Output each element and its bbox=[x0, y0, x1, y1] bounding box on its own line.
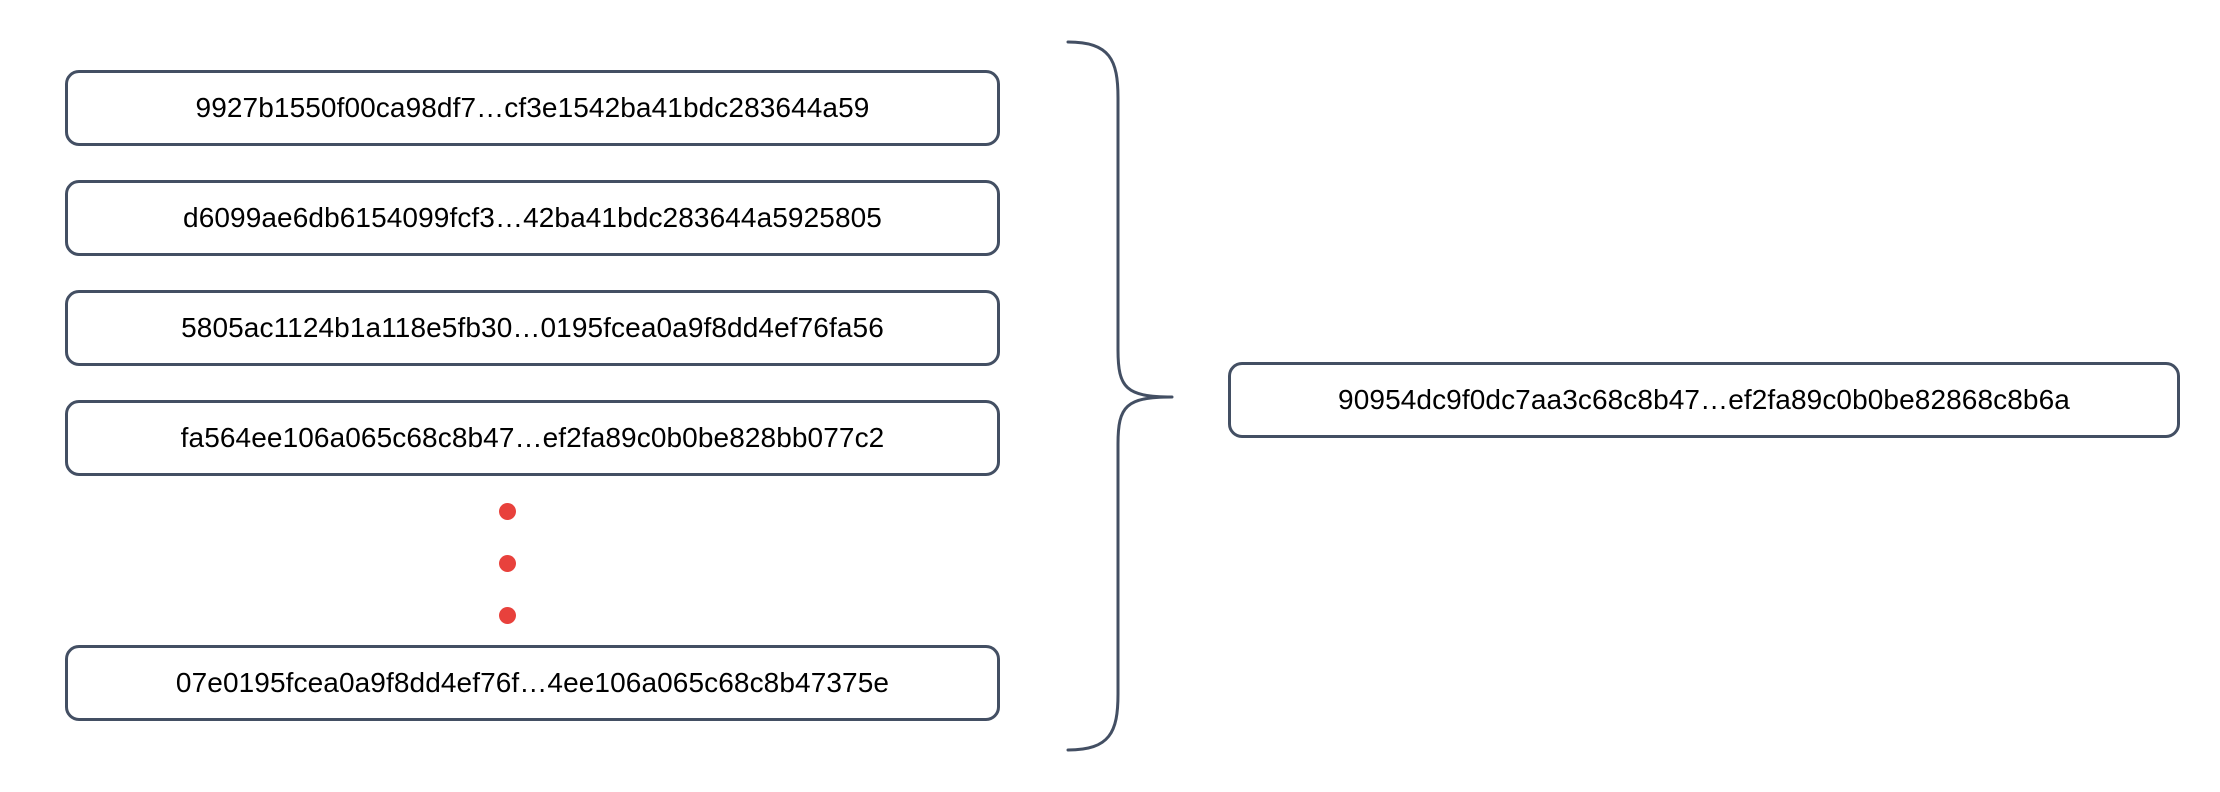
input-hash-box-5[interactable]: 07e0195fcea0a9f8dd4ef76f…4ee106a065c68c8… bbox=[65, 645, 1000, 721]
input-hash-box-3[interactable]: 5805ac1124b1a118e5fb30…0195fcea0a9f8dd4e… bbox=[65, 290, 1000, 366]
ellipsis-dot-icon bbox=[499, 503, 516, 520]
ellipsis-dot-icon bbox=[499, 607, 516, 624]
output-hash-text: 90954dc9f0dc7aa3c68c8b47…ef2fa89c0b0be82… bbox=[1338, 384, 2070, 415]
input-hash-text-1: 9927b1550f00ca98df7…cf3e1542ba41bdc28364… bbox=[195, 92, 870, 123]
input-hash-box-2[interactable]: d6099ae6db6154099fcf3…42ba41bdc283644a59… bbox=[65, 180, 1000, 256]
grouping-brace-icon bbox=[1066, 40, 1174, 752]
input-hash-box-1[interactable]: 9927b1550f00ca98df7…cf3e1542ba41bdc28364… bbox=[65, 70, 1000, 146]
input-hash-text-3: 5805ac1124b1a118e5fb30…0195fcea0a9f8dd4e… bbox=[181, 312, 884, 343]
input-hash-text-2: d6099ae6db6154099fcf3…42ba41bdc283644a59… bbox=[183, 202, 882, 233]
input-hash-box-4[interactable]: fa564ee106a065c68c8b47…ef2fa89c0b0be828b… bbox=[65, 400, 1000, 476]
input-hash-text-5: 07e0195fcea0a9f8dd4ef76f…4ee106a065c68c8… bbox=[175, 667, 890, 698]
vertical-ellipsis bbox=[499, 503, 519, 635]
input-hash-text-4: fa564ee106a065c68c8b47…ef2fa89c0b0be828b… bbox=[180, 422, 885, 453]
output-hash-box[interactable]: 90954dc9f0dc7aa3c68c8b47…ef2fa89c0b0be82… bbox=[1228, 362, 2180, 438]
ellipsis-dot-icon bbox=[499, 555, 516, 572]
